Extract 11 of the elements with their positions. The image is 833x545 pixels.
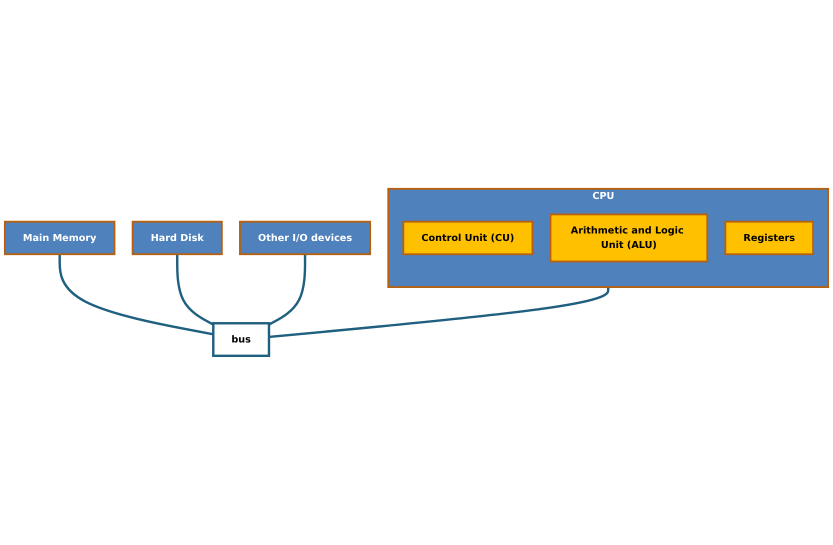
node-box: Main Memory: [4, 220, 116, 256]
node-box: Registers: [724, 220, 814, 256]
node-box: Control Unit (CU): [402, 220, 534, 256]
node-box: bus: [212, 322, 270, 358]
node-box: Other I/O devices: [239, 220, 372, 256]
connector: [58, 254, 214, 336]
connector: [268, 287, 610, 338]
node-box: Hard Disk: [132, 220, 223, 256]
connector: [268, 254, 306, 326]
node-box: Arithmetic and Logic Unit (ALU): [550, 214, 708, 263]
connector: [176, 254, 214, 326]
